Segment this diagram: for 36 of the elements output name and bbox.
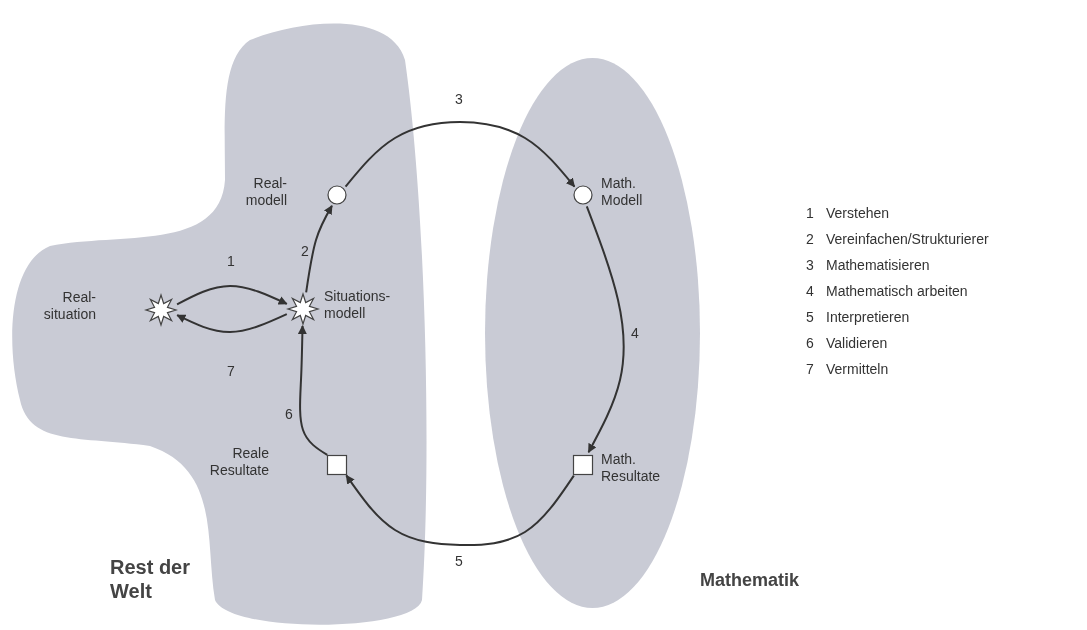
node-label: Situations- modell — [324, 288, 391, 322]
edge-label: 2 — [301, 243, 309, 259]
arrow — [176, 313, 288, 333]
legend-text: Mathematisieren — [826, 257, 930, 273]
legend-number: 6 — [806, 335, 814, 351]
node-label: Real- situation — [43, 289, 96, 323]
edge-label: 4 — [631, 325, 639, 341]
node-label: Math. Resultate — [601, 451, 661, 485]
arrow — [585, 205, 625, 454]
legend-number: 4 — [806, 283, 814, 299]
edge-label: 7 — [227, 363, 235, 379]
node-label: Reale Resultate — [209, 445, 269, 479]
legend-text: Vermitteln — [826, 361, 889, 377]
arrow — [297, 325, 329, 456]
legend-text: Mathematisch arbeiten — [826, 283, 968, 299]
edge-label: 5 — [455, 553, 463, 569]
legend-number: 1 — [806, 205, 814, 221]
legend-number: 3 — [806, 257, 814, 273]
node-label: Math. Modell — [601, 175, 643, 209]
arrow — [176, 285, 288, 306]
legend-text: Validieren — [826, 335, 888, 351]
arrow — [345, 474, 575, 547]
arrow — [344, 121, 576, 188]
legend-text: Interpretieren — [826, 309, 910, 325]
legend-text: Vereinfachen/Strukturierer — [826, 231, 989, 247]
edge-label: 1 — [227, 253, 235, 269]
region-title: Mathematik — [700, 569, 800, 592]
arrow — [305, 204, 333, 294]
legend-number: 2 — [806, 231, 814, 247]
edge-label: 3 — [455, 91, 463, 107]
edge-label: 6 — [285, 406, 293, 422]
node-label: Real- modell — [245, 175, 287, 209]
region-title: Rest der Welt — [110, 555, 192, 603]
legend-number: 5 — [806, 309, 814, 325]
legend-number: 7 — [806, 361, 814, 377]
legend-text: Verstehen — [826, 205, 890, 221]
